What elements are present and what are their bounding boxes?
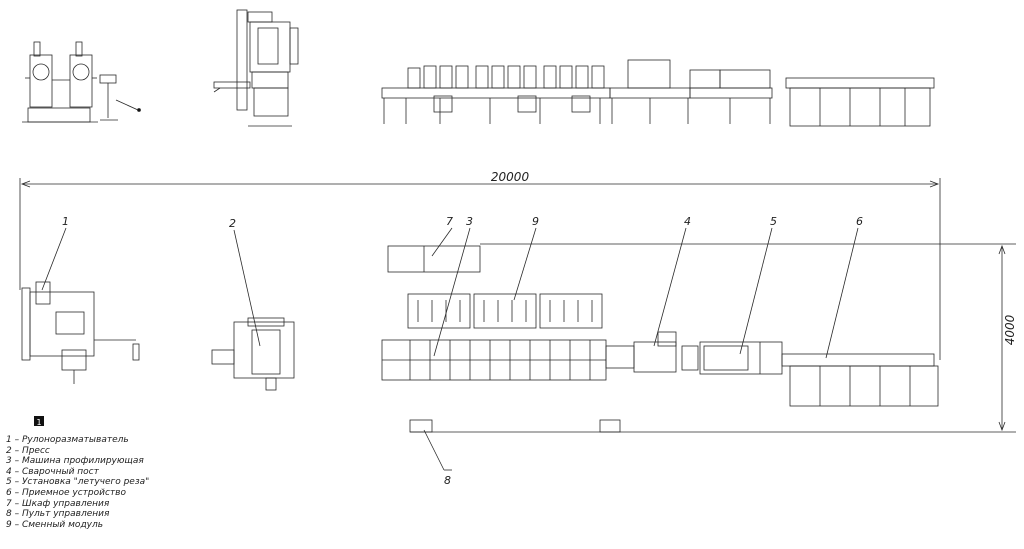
callout-1: 1 [62,215,69,228]
callout-7: 7 [446,215,453,228]
legend-item-9: 9 – Сменный модуль [6,519,104,530]
legend: 1 – Рулоноразматыватель 2 – Пресс 3 – Ма… [6,435,149,530]
legend-item-1: 1 – Рулоноразматыватель [6,435,129,445]
legend-item-8: 8 – Пульт управления [6,509,110,520]
control-cabinet-plan [387,245,481,273]
press-elevation [213,9,299,127]
dimension-length [19,178,941,360]
flying-cut-plan [699,341,783,375]
callout-3: 3 [466,215,473,228]
receiving-table-plan [781,353,939,407]
legend-item-7: 7 – Шкаф управления [6,498,110,509]
callout-9: 9 [532,215,539,228]
legend-item-6: 6 – Приемное устройство [6,487,126,498]
callout-4: 4 [684,215,691,228]
legend-item-2: 2 – Пресс [6,445,50,456]
decoiler-elevation [22,41,141,123]
callout-6: 6 [856,215,863,228]
leader-lines [41,227,859,471]
callout-8: 8 [444,474,451,487]
dimension-length-label: 20000 [491,170,530,184]
control-console-plan [409,419,621,433]
dimension-width-label: 4000 [1003,314,1017,345]
spare-modules-plan [407,293,603,329]
legend-marker: 1 [36,418,41,427]
press-plan [211,317,295,391]
dimension-width [410,243,1016,433]
forming-machine-plan [381,339,607,381]
callout-2: 2 [229,217,236,230]
callout-5: 5 [770,215,777,228]
welding-post-plan [605,331,699,373]
forming-line-elevation [381,59,935,127]
legend-item-3: 3 – Машина профилирующая [6,456,144,467]
decoiler-plan [21,281,140,384]
legend-marker-box [34,416,44,426]
legend-item-4: 4 – Сварочный пост [6,466,99,477]
legend-item-5: 5 – Установка "летучего реза" [6,477,150,488]
